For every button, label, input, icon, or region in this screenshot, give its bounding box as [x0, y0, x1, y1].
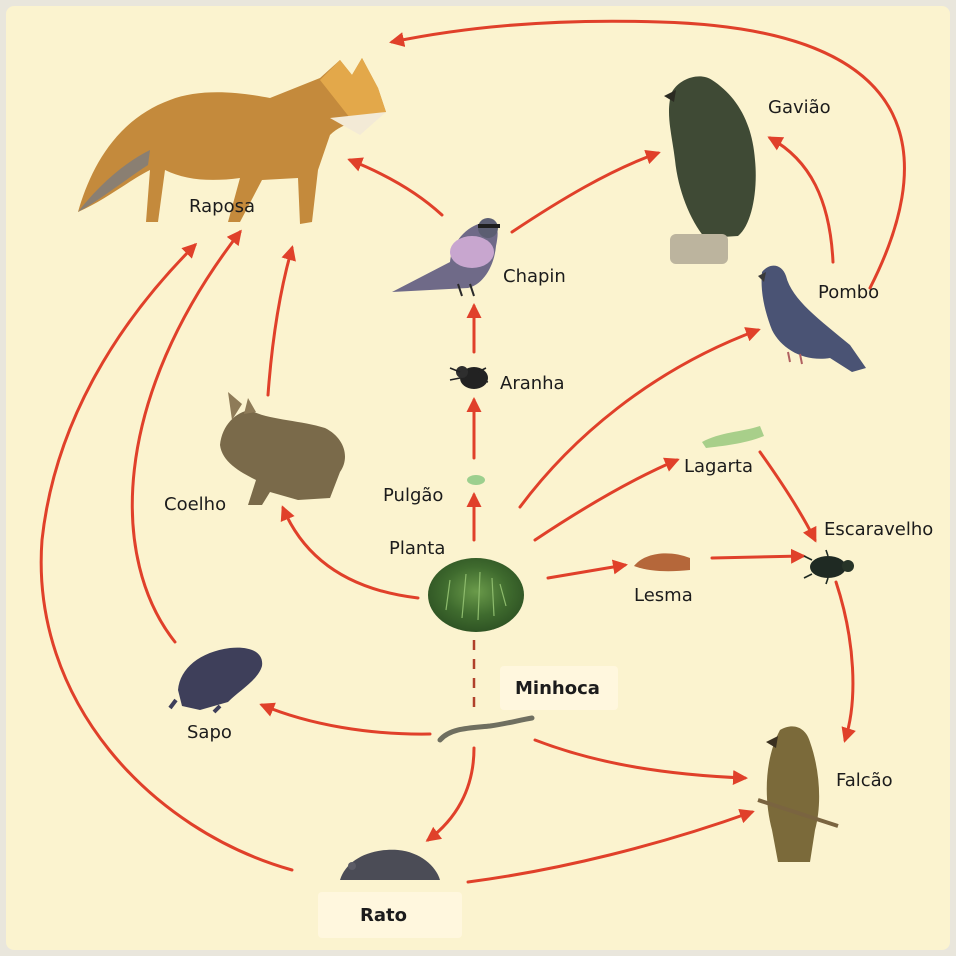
arrow-lesma-escaravelho — [712, 556, 803, 558]
label-raposa: Raposa — [189, 196, 255, 217]
label-gaviao: Gavião — [768, 97, 831, 118]
label-lagarta: Lagarta — [684, 456, 753, 477]
label-pulgao: Pulgão — [383, 485, 443, 506]
label-sapo: Sapo — [187, 722, 232, 743]
label-falcao: Falcão — [836, 770, 893, 791]
label-escaravelho: Escaravelho — [824, 519, 933, 540]
plant-grass-illustration — [428, 558, 524, 632]
label-lesma: Lesma — [634, 585, 693, 606]
label-aranha: Aranha — [500, 373, 565, 394]
label-pombo: Pombo — [818, 282, 879, 303]
label-chapin: Chapin — [503, 266, 566, 287]
label-rato: Rato — [360, 905, 407, 926]
label-coelho: Coelho — [164, 494, 226, 515]
aphid-illustration — [467, 475, 485, 485]
label-planta: Planta — [389, 538, 445, 559]
label-minhoca: Minhoca — [515, 678, 600, 699]
